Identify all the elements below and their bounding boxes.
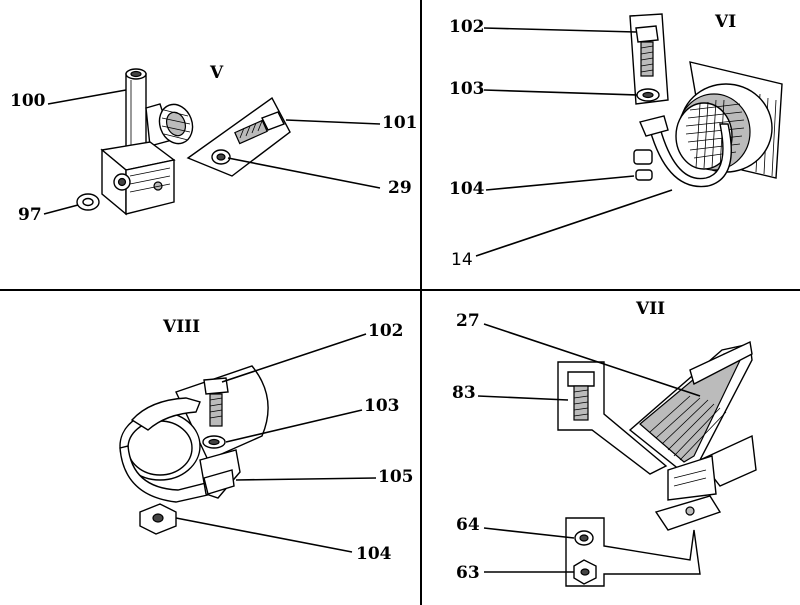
bolt-part-102 (635, 25, 659, 77)
nut-part-104-viii (139, 503, 177, 535)
nut-part-104 (633, 149, 653, 181)
leader-vii-64 (483, 527, 575, 539)
label-viii-103: 103 (364, 396, 400, 416)
leader-100 (47, 89, 127, 105)
mounting-block (100, 141, 176, 216)
label-vi-103: 103 (449, 79, 485, 99)
leader-vii-27 (483, 323, 701, 397)
clamp-band (639, 115, 732, 188)
bolt-bracket (629, 13, 669, 105)
leader-viii-104 (175, 517, 353, 553)
washer-part-103 (636, 88, 660, 102)
leader-vii-83 (477, 395, 569, 401)
leader-vi-14 (475, 189, 673, 257)
bolt-part-101 (234, 111, 285, 145)
leader-viii-102 (221, 333, 367, 383)
label-viii-104: 104 (356, 544, 392, 564)
label-101: 101 (382, 113, 418, 133)
panel-viii-roman-numeral: VIII (162, 317, 200, 337)
leader-vi-103 (483, 89, 638, 96)
label-100: 100 (10, 91, 46, 111)
label-vi-104: 104 (449, 179, 485, 199)
panel-v: V (10, 63, 418, 225)
leader-29 (227, 157, 381, 189)
threaded-fitting (145, 103, 194, 147)
label-vii-64: 64 (456, 515, 480, 535)
label-vi-102: 102 (449, 17, 485, 37)
washer-part-103-viii (202, 435, 226, 449)
label-29: 29 (388, 178, 412, 198)
leader-101 (285, 119, 381, 125)
panel-vi-roman-numeral: VI (714, 12, 736, 32)
bolt-plate-83 (557, 361, 668, 475)
leader-vi-102 (483, 27, 637, 33)
washer-part-64 (574, 530, 594, 546)
label-vii-27: 27 (456, 311, 480, 331)
leader-97 (43, 204, 79, 215)
leader-vi-104 (485, 175, 635, 191)
chassis-bracket-part-27 (628, 340, 757, 487)
bolt-part-83 (567, 371, 595, 421)
washer-part-29 (211, 149, 231, 165)
label-viii-102: 102 (368, 321, 404, 341)
washer-part-97 (76, 193, 100, 211)
clamp-ear-part-105 (199, 449, 241, 499)
label-viii-105: 105 (378, 467, 414, 487)
nut-part-63 (573, 559, 597, 585)
leader-viii-103 (225, 409, 363, 443)
panel-v-roman-numeral: V (209, 63, 224, 83)
panel-vii-roman-numeral: VII (635, 299, 665, 319)
panel-viii: VIII (119, 317, 414, 564)
label-vii-83: 83 (452, 383, 476, 403)
leader-viii-105 (235, 477, 377, 481)
label-vi-14: 14 (451, 250, 473, 270)
label-vii-63: 63 (456, 563, 480, 583)
washer-plate (565, 517, 701, 587)
hanger-bracket (654, 455, 722, 531)
bolt-plate-group (186, 96, 291, 177)
label-97: 97 (18, 205, 42, 225)
panel-vi: VI (449, 12, 783, 270)
panel-vii: VII (452, 299, 757, 587)
